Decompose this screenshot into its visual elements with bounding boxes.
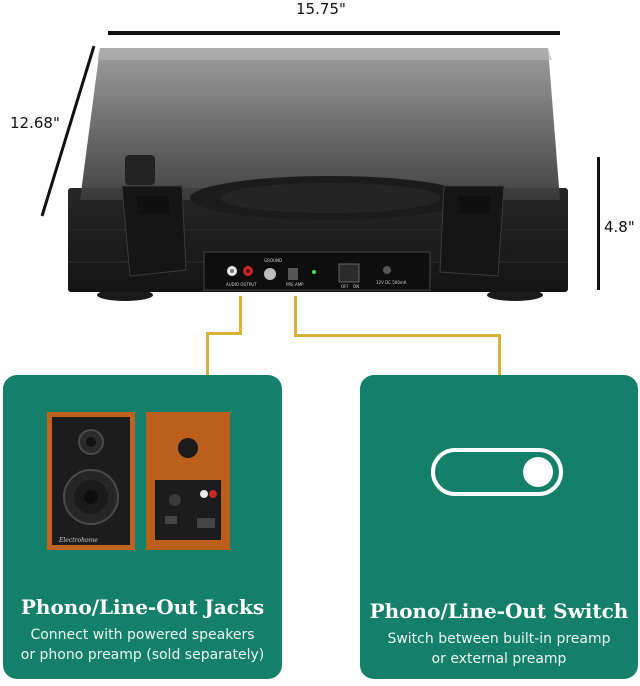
power-led <box>312 270 316 274</box>
height-dimension-line <box>597 157 600 290</box>
rear-panel <box>203 251 431 291</box>
phono-jacks-title: Phono/Line-Out Jacks <box>20 595 265 619</box>
phono-switch-title: Phono/Line-Out Switch <box>369 599 629 623</box>
off-label: OFF <box>341 284 349 289</box>
phono-switch-desc-line2: or external preamp <box>431 651 567 667</box>
phono-jacks-desc-line2: or phono preamp (sold separately) <box>20 647 265 663</box>
toggle-switch-icon <box>431 448 563 496</box>
connector-switch-down-to-card <box>498 334 501 376</box>
turntable-illustration <box>68 48 568 301</box>
width-dimension-line <box>108 31 560 35</box>
dc-power-jack <box>383 266 391 274</box>
preamp-switch <box>288 268 298 280</box>
connector-switch-down <box>294 296 297 336</box>
speakers-illustration <box>47 412 230 550</box>
height-dimension-label: 4.8" <box>604 218 635 236</box>
power-label: 12V DC 500mA <box>376 280 407 285</box>
phono-jacks-card: Electrohome Phono/Line-Out Jacks Connect… <box>3 375 282 679</box>
audio-output-label: AUDIO OUTPUT <box>226 282 257 287</box>
power-switch <box>338 263 360 283</box>
connector-jack-across <box>206 332 242 335</box>
phono-switch-card: Phono/Line-Out Switch Switch between bui… <box>360 375 638 679</box>
connector-jack-down <box>239 296 242 334</box>
rear-amp-panel <box>155 480 221 540</box>
phono-switch-desc-line1: Switch between built-in preamp <box>387 631 611 647</box>
dust-cover-lid <box>80 48 560 200</box>
depth-dimension-label: 12.68" <box>10 114 60 132</box>
ground-screw <box>264 268 276 280</box>
ground-label: GROUND <box>264 258 283 263</box>
preamp-label: PRE AMP <box>286 282 304 287</box>
width-dimension-label: 15.75" <box>296 0 346 18</box>
toggle-knob <box>523 457 553 487</box>
on-label: ON <box>353 284 360 289</box>
phono-jacks-desc-line1: Connect with powered speakers <box>30 627 255 643</box>
speaker-brand-logo: Electrohome <box>59 537 98 544</box>
depth-dimension-line <box>40 45 96 217</box>
connector-switch-across <box>294 334 501 337</box>
